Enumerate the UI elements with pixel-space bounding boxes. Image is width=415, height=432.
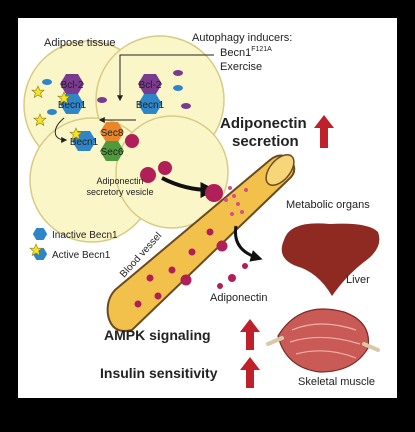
becn1-mutant-label: Becn1F121A bbox=[220, 46, 272, 59]
particle bbox=[230, 212, 234, 216]
inactive-becn1-dot bbox=[42, 79, 52, 85]
skeletal-muscle-label: Skeletal muscle bbox=[298, 376, 375, 388]
becn1-label-left: Becn1 bbox=[58, 100, 87, 111]
adiponectin-label: Adiponectin bbox=[210, 292, 268, 304]
adipocyte-cell-4 bbox=[115, 115, 229, 229]
metabolic-organs-label: Metabolic organs bbox=[286, 199, 370, 211]
particle bbox=[224, 198, 228, 202]
adiponectin-dot bbox=[216, 240, 228, 252]
ampk-label: AMPK signaling bbox=[104, 327, 211, 343]
adiponectin-dot bbox=[134, 300, 142, 308]
exocyst-complex: Becn1 Sec8 Sec6 bbox=[69, 122, 139, 161]
particle bbox=[244, 188, 248, 192]
secretion-title-2: secretion bbox=[232, 133, 299, 150]
bcl2-dot bbox=[181, 103, 191, 109]
adiponectin-dot bbox=[188, 248, 196, 256]
scattered-becn1 bbox=[31, 70, 191, 126]
complex-right: Bcl-2 Becn1 bbox=[136, 74, 165, 114]
legend-inactive-label: Inactive Becn1 bbox=[52, 230, 118, 241]
inactive-becn1-icon bbox=[32, 228, 48, 240]
inducer-arrow bbox=[117, 54, 214, 102]
autophagy-inducers-title: Autophagy inducers: bbox=[192, 32, 292, 44]
vesicle-label-2: secretory vesicle bbox=[86, 187, 153, 197]
bcl2-dot bbox=[97, 97, 107, 103]
particle bbox=[240, 210, 244, 214]
bcl2-label-left: Bcl-2 bbox=[61, 80, 84, 91]
legend: Inactive Becn1 Active Becn1 bbox=[29, 228, 118, 261]
vesicle bbox=[140, 167, 156, 183]
sec8-label: Sec8 bbox=[101, 128, 124, 139]
inactive-becn1-dot bbox=[47, 109, 57, 115]
up-arrow-icon bbox=[314, 115, 334, 148]
legend-active-label: Active Becn1 bbox=[52, 250, 111, 261]
secretory-vesicles bbox=[140, 161, 172, 183]
becn1-label-active: Becn1 bbox=[70, 137, 99, 148]
adiponectin-in-vessel bbox=[134, 228, 228, 308]
muscle-tendons bbox=[266, 336, 380, 352]
vesicle bbox=[158, 161, 172, 175]
released-adiponectin bbox=[217, 263, 248, 289]
adiponectin-dot bbox=[242, 263, 248, 269]
adiponectin-dot bbox=[146, 274, 154, 282]
muscle-body bbox=[277, 308, 370, 373]
particle bbox=[232, 194, 236, 198]
muscle-fibers bbox=[289, 323, 361, 359]
exercise-label: Exercise bbox=[220, 61, 262, 73]
bcl2-dot bbox=[173, 70, 183, 76]
vessel-opening bbox=[265, 154, 295, 186]
vesicle-label-1: Adiponectin bbox=[96, 176, 143, 186]
muscle-icon bbox=[266, 308, 380, 373]
inactive-becn1-dot bbox=[173, 85, 183, 91]
particle bbox=[236, 202, 240, 206]
adiponectin-dot bbox=[217, 283, 223, 289]
liver-icon bbox=[281, 223, 380, 296]
adiponectin-dot bbox=[228, 274, 236, 282]
adiponectin-dot bbox=[154, 292, 162, 300]
adiponectin-dot bbox=[206, 228, 214, 236]
fusing-vesicle bbox=[205, 184, 223, 202]
liver-label: Liver bbox=[346, 274, 370, 286]
vesicle-dot bbox=[125, 134, 139, 148]
sec6-label: Sec6 bbox=[101, 147, 124, 158]
insulin-label: Insulin sensitivity bbox=[100, 365, 218, 381]
up-arrow-icon bbox=[240, 357, 260, 388]
adiponectin-dot bbox=[168, 266, 176, 274]
secretion-title-1: Adiponectin bbox=[220, 115, 307, 132]
activation-arrow bbox=[54, 117, 68, 143]
becn1-label-right: Becn1 bbox=[136, 100, 165, 111]
adiponectin-dot bbox=[180, 274, 192, 286]
adipose-tissue-label: Adipose tissue bbox=[44, 37, 116, 49]
adiponectin-particles bbox=[224, 186, 248, 216]
bcl2-label-right: Bcl-2 bbox=[139, 80, 162, 91]
particle bbox=[228, 186, 232, 190]
complex-left: Bcl-2 Becn1 bbox=[57, 74, 87, 114]
release-arrow bbox=[233, 225, 263, 262]
up-arrow-icon bbox=[240, 319, 260, 350]
